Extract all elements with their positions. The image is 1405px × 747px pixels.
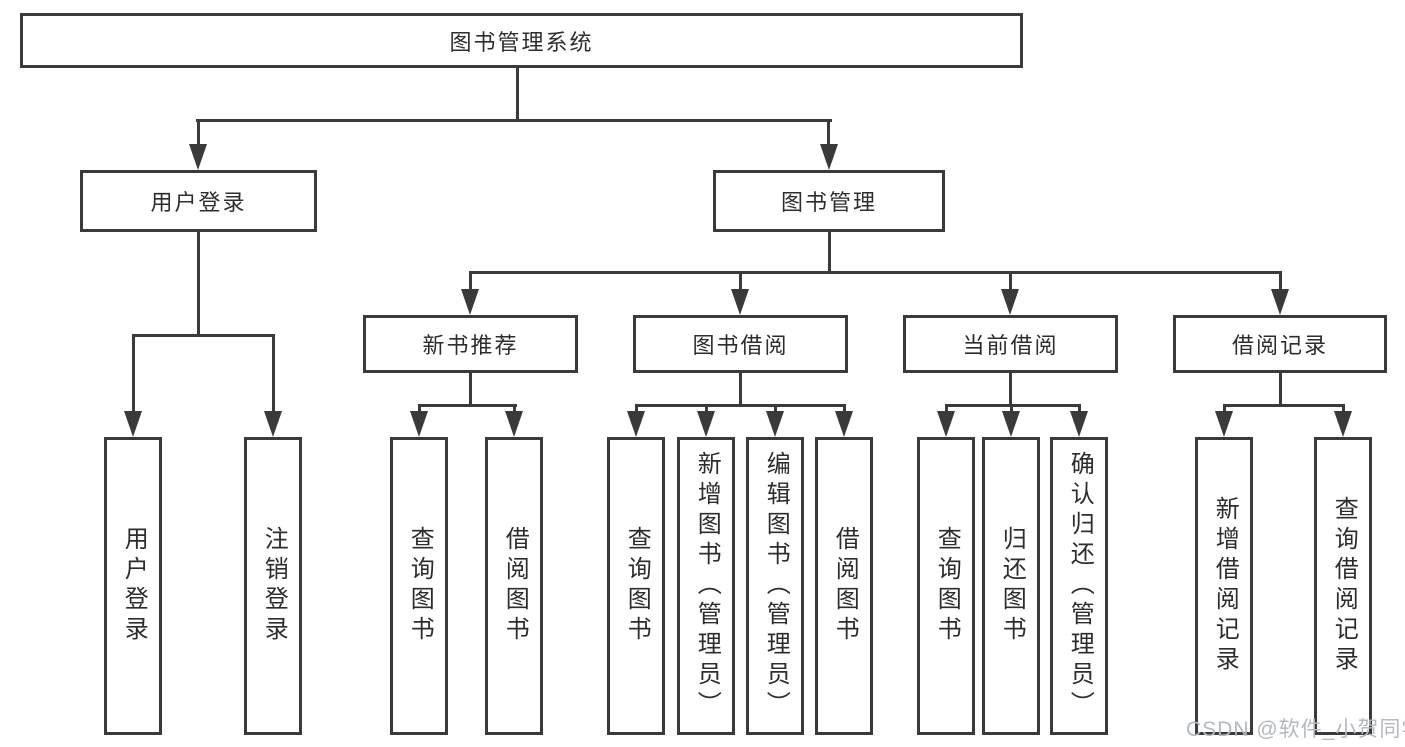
leaf-borrow-query-books: 查询图书 <box>607 437 665 735</box>
arrow-down-icon <box>697 411 715 437</box>
connector-current-borrow-stem <box>1009 373 1012 406</box>
leaf-records-add-record-label: 新增借阅记录 <box>1211 496 1239 676</box>
leaf-newbook-query-books-label: 查询图书 <box>406 526 434 646</box>
connector-line <box>945 404 948 413</box>
leaf-newbook-query-books: 查询图书 <box>390 437 448 735</box>
connector-line <box>1010 404 1013 413</box>
leaf-records-query-record-label: 查询借阅记录 <box>1330 496 1358 676</box>
connector-level3-branch <box>469 271 1282 274</box>
leaf-newbook-borrow-books-label: 借阅图书 <box>501 526 529 646</box>
leaf-records-add-record: 新增借阅记录 <box>1195 437 1253 735</box>
leaf-current-return-books: 归还图书 <box>982 437 1040 735</box>
connector-line <box>843 404 846 413</box>
leaf-borrow-borrow-books-label: 借阅图书 <box>831 526 859 646</box>
node-book-borrow-label: 图书借阅 <box>692 333 789 358</box>
connector-line <box>705 404 708 413</box>
arrow-down-icon <box>505 411 523 437</box>
connector-user-login-branch <box>132 334 275 337</box>
connector-line <box>418 404 421 413</box>
leaf-user-login-label: 用户登录 <box>120 526 148 646</box>
node-user-login: 用户登录 <box>80 170 317 232</box>
node-book-mgmt: 图书管理 <box>713 170 945 232</box>
node-root-label: 图书管理系统 <box>449 29 594 55</box>
connector-line <box>827 119 830 146</box>
arrow-down-icon <box>1215 411 1233 437</box>
connector-line <box>1009 271 1012 291</box>
connector-line <box>1279 271 1282 291</box>
connector-book-borrow-branch <box>635 404 846 407</box>
leaf-borrow-add-books-admin: 新增图书（管理员） <box>677 437 735 735</box>
watermark: CSDN @软件_小贺同学 <box>1186 718 1405 741</box>
connector-new-book-branch <box>418 404 517 407</box>
arrow-down-icon <box>835 411 853 437</box>
arrow-down-icon <box>189 144 207 170</box>
connector-current-borrow-branch <box>945 404 1081 407</box>
leaf-user-login: 用户登录 <box>104 437 162 735</box>
arrow-down-icon <box>410 411 428 437</box>
arrow-down-icon <box>1271 289 1289 315</box>
connector-line <box>739 271 742 291</box>
leaf-current-query-books-label: 查询图书 <box>933 526 961 646</box>
connector-book-mgmt-stem <box>828 232 831 274</box>
arrow-down-icon <box>124 411 142 437</box>
connector-line <box>635 404 638 413</box>
arrow-down-icon <box>731 289 749 315</box>
node-root: 图书管理系统 <box>20 13 1023 68</box>
leaf-current-confirm-return-admin: 确认归还（管理员） <box>1050 437 1108 735</box>
arrow-down-icon <box>937 411 955 437</box>
node-borrow-records-label: 借阅记录 <box>1231 333 1328 358</box>
connector-line <box>1342 404 1345 413</box>
leaf-current-return-books-label: 归还图书 <box>998 526 1026 646</box>
connector-line <box>469 271 472 291</box>
node-borrow-records: 借阅记录 <box>1173 315 1387 373</box>
leaf-records-query-record: 查询借阅记录 <box>1314 437 1372 735</box>
connector-line <box>513 404 516 413</box>
leaf-newbook-borrow-books: 借阅图书 <box>485 437 543 735</box>
connector-root-stem <box>516 68 519 122</box>
leaf-current-confirm-return-admin-label: 确认归还（管理员） <box>1066 451 1094 721</box>
connector-user-login-stem <box>197 232 200 335</box>
node-current-borrow-label: 当前借阅 <box>962 333 1059 358</box>
connector-line <box>272 334 275 411</box>
node-book-borrow: 图书借阅 <box>633 315 848 373</box>
node-new-book-recommend-label: 新书推荐 <box>422 333 519 358</box>
connector-level1-branch <box>196 119 832 122</box>
arrow-down-icon <box>1334 411 1352 437</box>
arrow-down-icon <box>1001 289 1019 315</box>
arrow-down-icon <box>461 289 479 315</box>
arrow-down-icon <box>1002 411 1020 437</box>
leaf-borrow-query-books-label: 查询图书 <box>623 526 651 646</box>
arrow-down-icon <box>766 411 784 437</box>
node-new-book-recommend: 新书推荐 <box>363 315 578 373</box>
connector-book-borrow-stem <box>739 373 742 406</box>
arrow-down-icon <box>820 144 838 170</box>
leaf-logout-label: 注销登录 <box>260 526 288 646</box>
node-user-login-label: 用户登录 <box>150 190 247 215</box>
connector-borrow-records-stem <box>1279 373 1282 406</box>
leaf-borrow-add-books-admin-label: 新增图书（管理员） <box>693 451 721 721</box>
arrow-down-icon <box>264 411 282 437</box>
connector-new-book-stem <box>469 373 472 406</box>
arrow-down-icon <box>1070 411 1088 437</box>
connector-borrow-records-branch <box>1223 404 1345 407</box>
connector-line <box>1078 404 1081 413</box>
connector-line <box>197 119 200 146</box>
arrow-down-icon <box>627 411 645 437</box>
leaf-borrow-edit-books-admin-label: 编辑图书（管理员） <box>762 451 790 721</box>
node-current-borrow: 当前借阅 <box>903 315 1118 373</box>
leaf-current-query-books: 查询图书 <box>917 437 975 735</box>
connector-line <box>1223 404 1226 413</box>
leaf-borrow-borrow-books: 借阅图书 <box>815 437 873 735</box>
leaf-borrow-edit-books-admin: 编辑图书（管理员） <box>746 437 804 735</box>
node-book-mgmt-label: 图书管理 <box>780 190 877 215</box>
connector-line <box>774 404 777 413</box>
leaf-logout: 注销登录 <box>244 437 302 735</box>
connector-line <box>132 334 135 411</box>
